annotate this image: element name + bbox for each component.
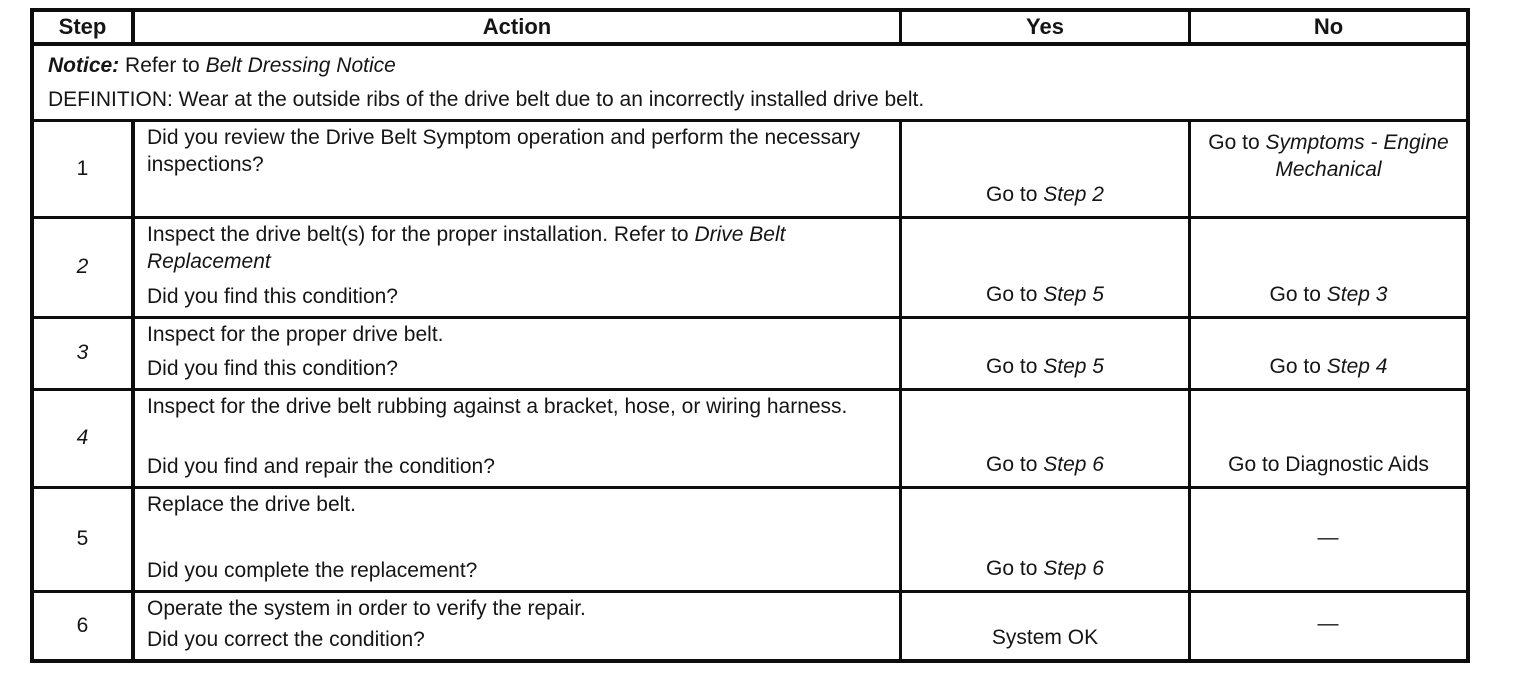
- yes-text: System OK: [991, 626, 1099, 650]
- column-header-no: No: [1191, 12, 1466, 46]
- column-header-action: Action: [135, 12, 902, 46]
- column-header-yes: Yes: [902, 12, 1191, 46]
- no-text: Go to Step 4: [1269, 355, 1388, 379]
- column-header-no-label: No: [1313, 13, 1344, 39]
- notice-line: Notice: Refer to Belt Dressing Notice: [48, 53, 1452, 80]
- yes-cell-2: Go to Step 5: [902, 219, 1191, 319]
- action-question: Did you complete the replacement?: [147, 559, 478, 583]
- action-question: Did you find this condition?: [147, 285, 398, 309]
- no-cell-4: Go to Diagnostic Aids: [1191, 391, 1466, 489]
- yes-text: Go to Step 5: [986, 283, 1104, 307]
- notice-reference: Belt Dressing Notice: [205, 54, 396, 77]
- notice-label: Notice:: [48, 54, 120, 77]
- action-question: Did you find and repair the condition?: [147, 455, 495, 479]
- step-cell-1: 1: [34, 122, 135, 219]
- scanned-page: Step Action Yes No Notice: Refer to Belt…: [30, 8, 1470, 663]
- yes-text: Go to Step 6: [986, 557, 1104, 581]
- yes-cell-4: Go to Step 6: [902, 391, 1191, 489]
- step-number: 2: [76, 255, 89, 279]
- yes-cell-6: System OK: [902, 593, 1191, 659]
- action-text: Inspect for the proper drive belt.: [147, 323, 444, 346]
- yes-cell-5: Go to Step 6: [902, 489, 1191, 593]
- step-number: 3: [76, 341, 89, 365]
- column-header-yes-label: Yes: [1026, 13, 1064, 39]
- step-cell-5: 5: [34, 489, 135, 593]
- action-cell-4: Inspect for the drive belt rubbing again…: [135, 391, 902, 489]
- no-text: Go to Step 3: [1269, 283, 1388, 307]
- action-cell-5: Replace the drive belt. Did you complete…: [135, 489, 902, 593]
- no-text: Go to Diagnostic Aids: [1228, 453, 1429, 477]
- action-question: Did you correct the condition?: [147, 628, 425, 652]
- no-cell-2: Go to Step 3: [1191, 219, 1466, 319]
- definition-line: DEFINITION: Wear at the outside ribs of …: [48, 87, 925, 111]
- diagnostic-table: Step Action Yes No Notice: Refer to Belt…: [30, 8, 1470, 663]
- step-number: 1: [76, 156, 89, 180]
- action-cell-6: Operate the system in order to verify th…: [135, 593, 902, 659]
- notice-definition-cell: Notice: Refer to Belt Dressing Notice DE…: [34, 46, 1466, 122]
- notice-text: Refer to: [119, 54, 206, 77]
- column-header-action-label: Action: [482, 13, 552, 39]
- action-text: Inspect for the drive belt rubbing again…: [147, 395, 848, 418]
- action-text: Operate the system in order to verify th…: [147, 597, 586, 620]
- step-number: 6: [76, 613, 89, 637]
- step-cell-4: 4: [34, 391, 135, 489]
- yes-text: Go to Step 6: [986, 453, 1104, 477]
- no-dash: —: [1317, 525, 1340, 549]
- yes-text: Go to Step 5: [986, 355, 1104, 379]
- yes-cell-1: Go to Step 2: [902, 122, 1191, 219]
- yes-cell-3: Go to Step 5: [902, 319, 1191, 391]
- no-dash: —: [1317, 612, 1340, 636]
- step-cell-6: 6: [34, 593, 135, 659]
- column-header-step-label: Step: [58, 13, 107, 39]
- action-text: Replace the drive belt.: [147, 493, 356, 516]
- no-cell-3: Go to Step 4: [1191, 319, 1466, 391]
- action-cell-1: Did you review the Drive Belt Symptom op…: [135, 122, 902, 219]
- step-number: 4: [76, 426, 89, 450]
- action-cell-2: Inspect the drive belt(s) for the proper…: [135, 219, 902, 319]
- action-text: Inspect the drive belt(s) for the proper…: [147, 223, 786, 273]
- step-cell-3: 3: [34, 319, 135, 391]
- column-header-step: Step: [34, 12, 135, 46]
- step-cell-2: 2: [34, 219, 135, 319]
- action-cell-3: Inspect for the proper drive belt. Did y…: [135, 319, 902, 391]
- yes-text: Go to Step 2: [986, 183, 1104, 207]
- no-cell-1: Go to Symptoms - Engine Mechanical: [1191, 122, 1466, 219]
- action-text: Did you review the Drive Belt Symptom op…: [147, 126, 861, 176]
- no-cell-5: —: [1191, 489, 1466, 593]
- no-text: Go to Symptoms - Engine Mechanical: [1208, 131, 1449, 181]
- action-question: Did you find this condition?: [147, 357, 398, 381]
- step-number: 5: [76, 527, 89, 551]
- no-cell-6: —: [1191, 593, 1466, 659]
